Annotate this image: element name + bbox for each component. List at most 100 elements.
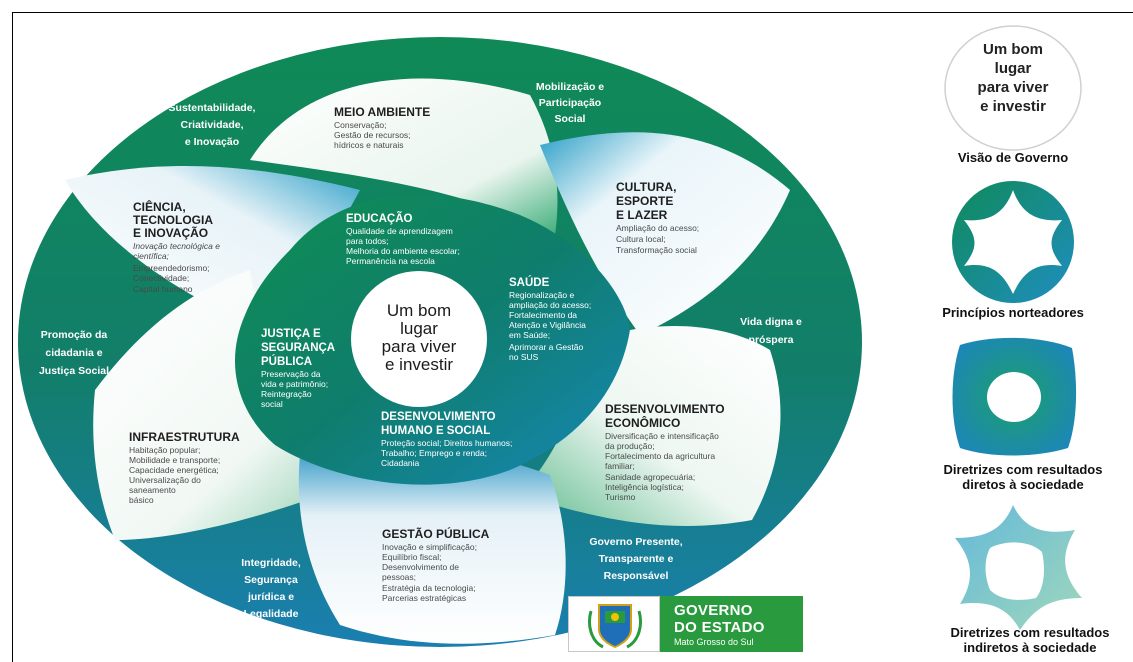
svg-text:ECONÔMICO: ECONÔMICO [605,415,680,430]
svg-text:ampliação do acesso;: ampliação do acesso; [509,300,591,310]
svg-text:Sustentabilidade,: Sustentabilidade, [169,102,256,114]
svg-text:Capacidade energética;: Capacidade energética; [129,465,219,475]
svg-text:Mobilização e: Mobilização e [536,81,604,93]
petal-meio-ambiente [250,78,558,235]
svg-text:Sanidade agropecuária;: Sanidade agropecuária; [605,472,695,482]
svg-text:científica;: científica; [133,251,170,261]
label-governo-presente: Governo Presente, Transparente e Respons… [589,536,682,582]
text-desenvolvimento-economico: DESENVOLVIMENTO ECONÔMICO Diversificação… [605,402,725,502]
svg-text:GESTÃO PÚBLICA: GESTÃO PÚBLICA [382,526,490,541]
label-vida-digna: Vida digna e próspera [740,316,802,346]
svg-text:HUMANO E SOCIAL: HUMANO E SOCIAL [381,425,490,437]
svg-text:ESPORTE: ESPORTE [616,194,673,208]
legend-indirect-caption: Diretrizes com resultados indiretos à so… [951,625,1110,655]
svg-text:Habitação popular;: Habitação popular; [129,445,200,455]
svg-text:saneamento: saneamento [129,485,176,495]
svg-text:Turismo: Turismo [605,492,636,502]
svg-text:em Saúde;: em Saúde; [509,330,550,340]
svg-text:diretos à sociedade: diretos à sociedade [962,477,1083,492]
svg-text:próspera: próspera [749,334,794,346]
legend-direct-icon [952,337,1077,456]
svg-text:indiretos à sociedade: indiretos à sociedade [964,640,1097,655]
svg-text:Desenvolvimento de: Desenvolvimento de [382,562,459,572]
svg-text:Inovação e simplificação;: Inovação e simplificação; [382,542,477,552]
svg-text:Social: Social [555,113,586,125]
text-meio-ambiente: MEIO AMBIENTE Conservação; Gestão de rec… [334,105,430,150]
svg-text:EDUCAÇÃO: EDUCAÇÃO [346,212,413,225]
text-gestao-publica: GESTÃO PÚBLICA Inovação e simplificação;… [382,526,490,603]
svg-text:jurídica e: jurídica e [247,591,294,603]
logo-line-1: GOVERNO [674,602,753,619]
legend-direct-caption: Diretrizes com resultados diretos à soci… [944,462,1103,492]
legend-vision-caption: Visão de Governo [958,150,1068,165]
svg-text:Promoção da: Promoção da [41,329,108,341]
svg-text:básico: básico [129,495,154,505]
svg-text:Um bom: Um bom [983,41,1043,58]
petal-cultura [540,132,790,335]
svg-text:Cidadania: Cidadania [381,458,420,468]
svg-text:Regionalização e: Regionalização e [509,290,574,300]
text-saude: SAÚDE Regionalização e ampliação do aces… [509,276,591,362]
center-line-3: para viver [382,337,457,356]
legend-principles-icon [952,181,1074,303]
coat-of-arms-icon [568,596,660,652]
svg-text:Aprimorar a Gestão: Aprimorar a Gestão [509,342,583,352]
svg-text:Governo Presente,: Governo Presente, [589,536,682,548]
svg-text:Segurança: Segurança [244,574,298,586]
svg-text:Empreendedorismo;: Empreendedorismo; [133,263,210,273]
svg-text:hídricos e naturais: hídricos e naturais [334,140,403,150]
text-cultura: CULTURA, ESPORTE E LAZER Ampliação do ac… [616,180,699,255]
label-integridade: Integridade, Segurança jurídica e Legali… [241,557,301,620]
svg-text:Diversificação e intensificaçã: Diversificação e intensificação [605,431,719,441]
svg-text:Estratégia da tecnologia;: Estratégia da tecnologia; [382,583,476,593]
svg-text:Gestão de recursos;: Gestão de recursos; [334,130,411,140]
svg-text:SAÚDE: SAÚDE [509,276,550,289]
svg-text:DESENVOLVIMENTO: DESENVOLVIMENTO [605,402,725,416]
svg-text:cidadania e: cidadania e [45,347,102,359]
svg-text:PÚBLICA: PÚBLICA [261,355,312,368]
svg-text:Transparente e: Transparente e [599,553,674,565]
petal-gestao-publica [298,446,566,644]
diagram-frame [12,12,1133,662]
svg-text:Participação: Participação [539,97,601,109]
legend-principles-caption: Princípios norteadores [942,305,1084,320]
center-circle [351,271,487,407]
svg-text:Preservação da: Preservação da [261,369,321,379]
government-logo: GOVERNO DO ESTADO Mato Grosso do Sul [568,596,803,652]
svg-text:E INOVAÇÃO: E INOVAÇÃO [133,225,208,240]
svg-text:Conservação;: Conservação; [334,120,386,130]
legend-indirect-icon [955,505,1082,630]
svg-text:Universalização do: Universalização do [129,475,201,485]
svg-text:da produção;: da produção; [605,441,655,451]
svg-text:familiar;: familiar; [605,461,635,471]
svg-text:E LAZER: E LAZER [616,208,668,222]
text-desenvolvimento-humano: DESENVOLVIMENTO HUMANO E SOCIAL Proteção… [381,411,512,468]
logo-text-block: GOVERNO DO ESTADO Mato Grosso do Sul [660,596,803,652]
svg-text:Inteligência logística;: Inteligência logística; [605,482,684,492]
center-text: Um bom lugar para viver e investir [382,301,457,374]
svg-text:Inovação tecnológica e: Inovação tecnológica e [133,241,220,251]
label-mobilizacao: Mobilização e Participação Social [536,81,604,125]
text-infraestrutura: INFRAESTRUTURA Habitação popular; Mobili… [129,430,240,505]
svg-text:SEGURANÇA: SEGURANÇA [261,342,335,354]
svg-text:Vida digna e: Vida digna e [740,316,802,328]
svg-text:social: social [261,399,283,409]
svg-text:pessoas;: pessoas; [382,572,416,582]
svg-text:Criatividade,: Criatividade, [180,119,243,131]
svg-text:Capital humano: Capital humano [133,284,193,294]
text-ciencia: CIÊNCIA, TECNOLOGIA E INOVAÇÃO Inovação … [133,199,220,294]
svg-text:no SUS: no SUS [509,352,539,362]
svg-text:CIÊNCIA,: CIÊNCIA, [133,199,186,214]
svg-text:lugar: lugar [995,60,1032,77]
svg-text:Equilíbrio fiscal;: Equilíbrio fiscal; [382,552,442,562]
svg-text:Atenção e Vigilância: Atenção e Vigilância [509,320,586,330]
svg-text:Reintegração: Reintegração [261,389,312,399]
svg-text:e investir: e investir [980,98,1046,115]
svg-text:vida e patrimônio;: vida e patrimônio; [261,379,328,389]
svg-text:e Inovação: e Inovação [185,136,239,148]
legend-vision-icon: Um bom lugar para viver e investir [944,25,1082,151]
svg-text:CULTURA,: CULTURA, [616,180,676,194]
svg-text:Conectividade;: Conectividade; [133,273,189,283]
text-educacao: EDUCAÇÃO Qualidade de aprendizagem para … [346,212,460,266]
